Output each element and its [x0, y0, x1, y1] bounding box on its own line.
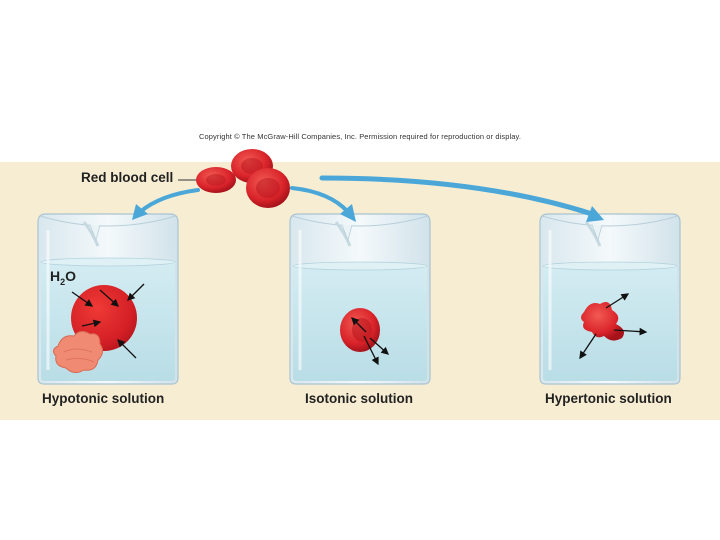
shriveled-cell — [579, 293, 648, 360]
beaker-isotonic — [289, 213, 431, 385]
water-label: H2O — [50, 268, 77, 287]
arrow-head-hypotonic — [132, 204, 148, 220]
burst-cell — [52, 330, 104, 374]
hypertonic-label: Hypertonic solution — [545, 391, 672, 406]
isotonic-label: Isotonic solution — [305, 391, 413, 406]
red-blood-cell-label: Red blood cell — [81, 170, 174, 185]
copyright-notice: Copyright © The McGraw-Hill Companies, I… — [198, 132, 522, 141]
arrow-head-hypertonic — [586, 206, 604, 222]
red-blood-cells — [178, 149, 290, 208]
beaker-hypertonic — [539, 213, 681, 385]
arrow-head-isotonic — [340, 204, 356, 222]
hypotonic-label: Hypotonic solution — [42, 391, 165, 406]
normal-cell — [340, 308, 389, 366]
flow-arrows — [132, 175, 604, 222]
